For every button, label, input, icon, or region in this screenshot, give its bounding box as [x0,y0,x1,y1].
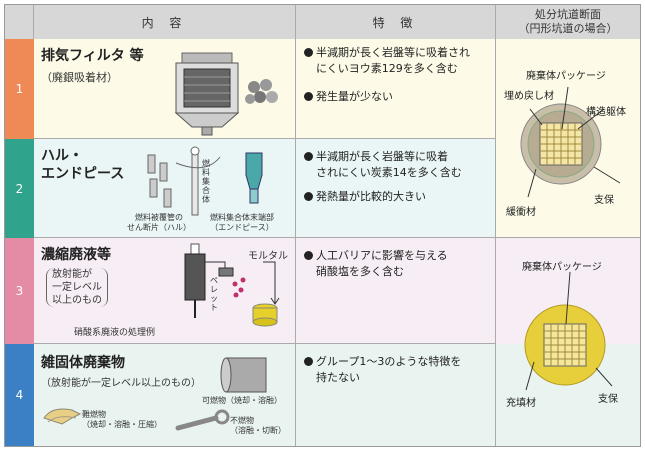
package-label: 廃棄体パッケージ [522,262,602,273]
row-3-content: 濃縮廃液等 放射能が 一定レベル 以上のもの モルタル ペレット 硝酸系廃液の処… [34,238,296,344]
row-title-line1: ハル・ [41,148,83,164]
header-section-line1: 処分坑道断面 [535,8,601,21]
subtitle-line3: 以上のもの [52,295,102,306]
row-subtitle: （廃銀吸着材） [41,71,118,84]
endpiece-label-line2: （エンドピース） [210,223,274,232]
row-number: 2 [5,139,34,238]
diagram-caption: 硝酸系廃液の処理例 [74,328,156,338]
row-number: 4 [5,344,34,446]
gloves-illustration [43,408,82,425]
noncomb-label-line2: （溶融・切断） [230,426,286,435]
row-subtitle: （放射能が一定レベル以上のもの） [41,378,201,389]
feature-text: 半減期が長く岩盤等に吸着され [316,46,470,59]
bullet-icon [304,357,313,366]
tunnel-cross-section-bottom [524,271,613,391]
row-title: ハル・ エンドピース [41,147,124,183]
hard-label-line2: （焼却・溶融・圧縮） [82,420,162,429]
filler-label: 充填材 [506,398,536,409]
subtitle-line2: 一定レベル [52,282,102,293]
package-label: 廃棄体パッケージ [526,71,606,82]
row-4-content: 雑固体廃棄物 （放射能が一定レベル以上のもの） 可燃物（焼却・溶融） 難燃物 （… [34,344,296,446]
feature-text: されにくい炭素14を多く含む [316,166,462,179]
row-1-features: 半減期が長く岩盤等に吸着され にくいヨウ素129を多く含む 発生量が少ない [296,39,496,139]
feature-text: にくいヨウ素129を多く含む [316,62,458,75]
feature-text: 硝酸塩を多く含む [316,265,404,278]
hard-label-line1: 難燃物 [82,410,106,419]
tunnel-cross-section-top [520,86,621,198]
feature-text: 半減期が長く岩盤等に吸着 [316,150,448,163]
feature-text: 持たない [316,371,360,384]
backfill-label: 埋め戻し材 [504,91,554,102]
support-label: 支保 [598,394,618,405]
row-title: 排気フィルタ 等 [41,48,144,64]
header-section: 処分坑道断面 （円形坑道の場合） [496,5,640,39]
hull-endpiece-illustration [147,146,263,216]
row-title: 濃縮廃液等 [41,247,111,263]
bullet-icon [304,192,313,201]
row-subtitle: 放射能が 一定レベル 以上のもの [46,268,108,307]
hull-label-line1: 燃料被覆管の [135,213,183,222]
row-title: 雑固体廃棄物 [41,355,125,371]
wrench-illustration [175,409,230,431]
feature-text: 発生量が少ない [316,90,393,103]
noncomb-label-line1: 不燃物 [230,416,254,425]
feature-text: グループ1～3のような特徴を [316,355,462,368]
section-bottom-cell: 廃棄体パッケージ 充填材 支保 [496,238,640,446]
hull-label: 燃料被覆管の せん断片（ハル） [127,213,191,233]
row-4-features: グループ1～3のような特徴を 持たない [296,344,496,446]
header-number-cell [5,5,34,39]
bullet-icon [304,152,313,161]
header-content: 内 容 [34,5,296,39]
endpiece-label: 燃料集合体末端部 （エンドピース） [210,213,274,233]
liquid-waste-illustration [184,243,280,327]
support-label: 支保 [594,195,614,206]
hull-label-line2: せん断片（ハル） [127,223,191,232]
bullet-icon [304,92,313,101]
pellet-label: ペレット [210,276,218,312]
exhaust-filter-illustration [174,52,278,136]
mortar-label: モルタル [248,251,288,262]
header-section-line2: （円形坑道の場合） [518,22,618,35]
endpiece-label-line1: 燃料集合体末端部 [210,213,274,222]
row-title-line2: エンドピース [41,166,125,182]
row-2-content: ハル・ エンドピース 燃料集合体 燃料被覆管の せん断片（ハル） 燃料集合体末端… [34,139,296,238]
combustible-label: 可燃物（焼却・溶融） [202,396,282,405]
row-number: 1 [5,39,34,139]
bullet-icon [304,48,313,57]
row-1-content: 排気フィルタ 等 （廃銀吸着材） [34,39,296,139]
row-number: 3 [5,238,34,344]
row-3-features: 人工バリアに影響を与える 硝酸塩を多く含む [296,238,496,344]
assembly-label: 燃料集合体 [202,159,210,204]
noncombustible-label: 不燃物 （溶融・切断） [230,416,286,436]
structure-label: 構造躯体 [586,107,626,118]
row-2-features: 半減期が長く岩盤等に吸着 されにくい炭素14を多く含む 発熱量が比較的大きい [296,139,496,238]
hard-combustible-label: 難燃物 （焼却・溶融・圧縮） [82,410,162,430]
section-top-cell: 廃棄体パッケージ 埋め戻し材 構造躯体 緩衝材 支保 [496,39,640,238]
waste-classification-table: 内 容 特 徴 処分坑道断面 （円形坑道の場合） 1 排気フィルタ 等 （廃銀吸… [4,4,641,447]
bullet-icon [304,251,313,260]
combustible-illustration [220,357,267,393]
feature-text: 人工バリアに影響を与える [316,249,448,262]
header-features: 特 徴 [296,5,496,39]
subtitle-line1: 放射能が [52,269,92,280]
feature-text: 発熱量が比較的大きい [316,190,426,203]
buffer-label: 緩衝材 [506,207,536,218]
